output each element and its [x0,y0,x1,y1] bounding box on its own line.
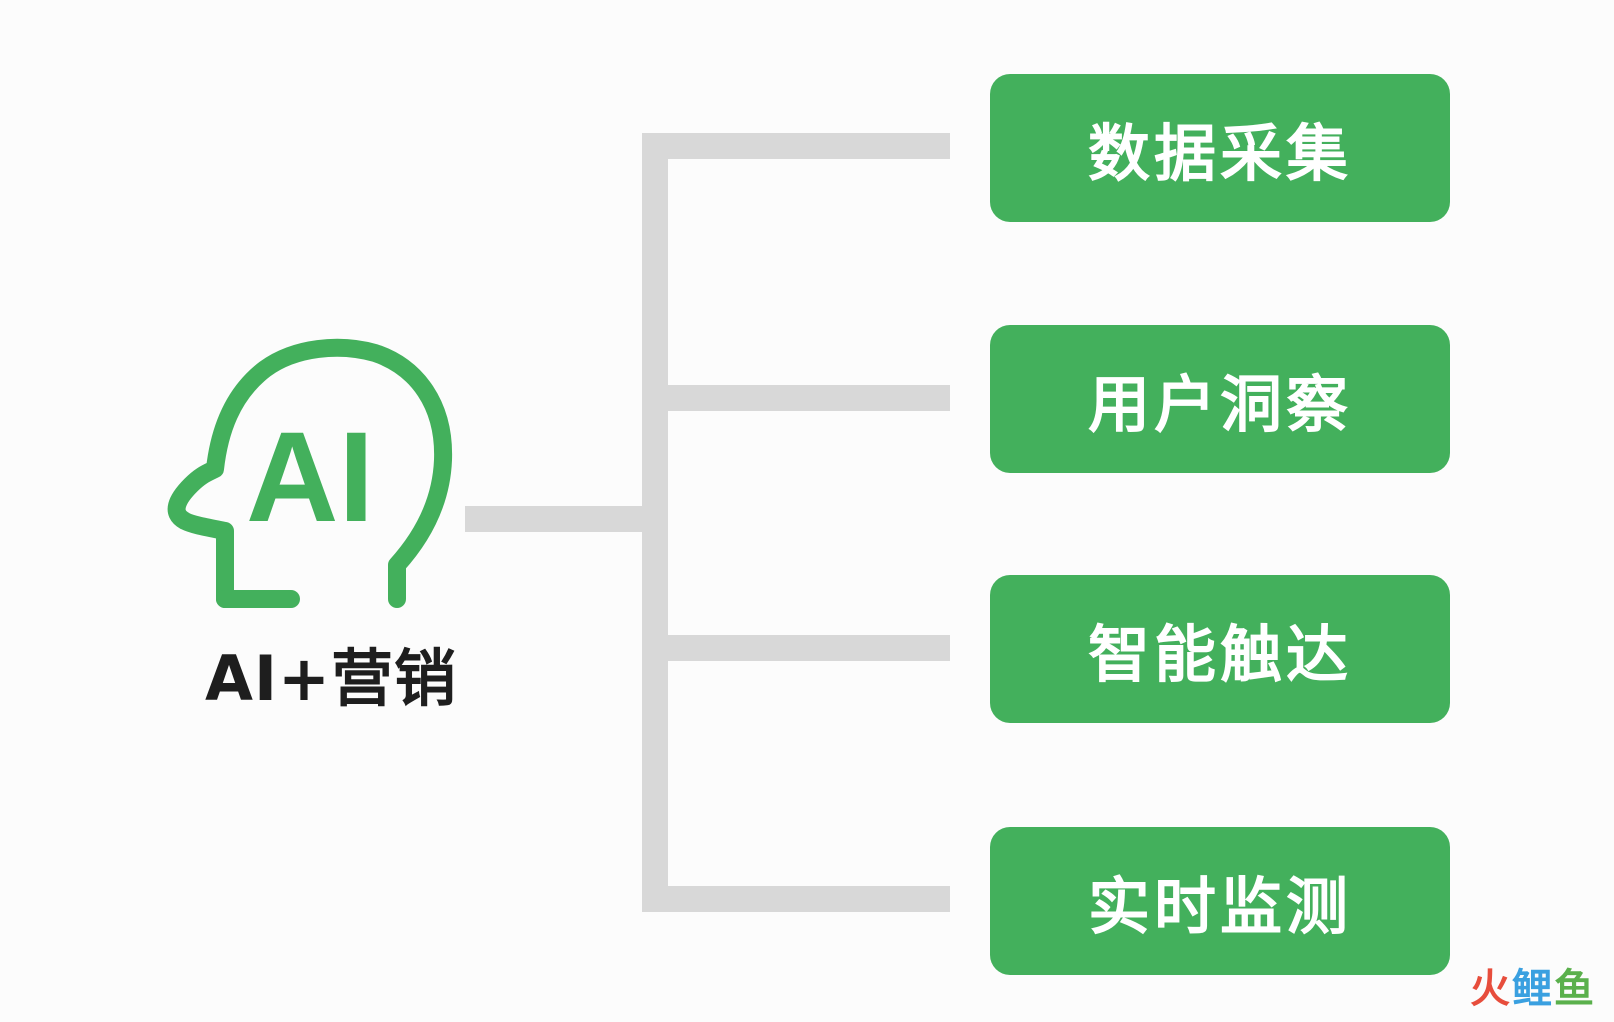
branch-label: 实时监测 [1087,870,1352,943]
branch-box-user-insight: 用户洞察 [990,325,1450,473]
watermark: 火鲤鱼 [1470,956,1596,1014]
branch-line-4 [642,886,950,912]
branch-box-smart-reach: 智能触达 [990,575,1450,723]
branch-label: 数据采集 [1087,117,1352,190]
ai-head-icon: AI [167,338,453,608]
root-caption: AI+营销 [205,642,458,715]
watermark-part: 火 [1470,966,1512,1012]
branch-line-2 [642,385,950,411]
trunk-line [642,133,668,911]
branch-box-realtime-monitoring: 实时监测 [990,827,1450,975]
branch-line-1 [642,133,950,159]
branch-label: 用户洞察 [1087,368,1352,441]
ai-head-letters: AI [246,406,374,549]
branch-label: 智能触达 [1087,618,1352,691]
watermark-part: 鱼 [1554,966,1596,1012]
watermark-part: 鲤 [1512,966,1554,1012]
branch-line-3 [642,635,950,661]
branch-box-data-collection: 数据采集 [990,74,1450,222]
root-stem-line [465,506,645,532]
